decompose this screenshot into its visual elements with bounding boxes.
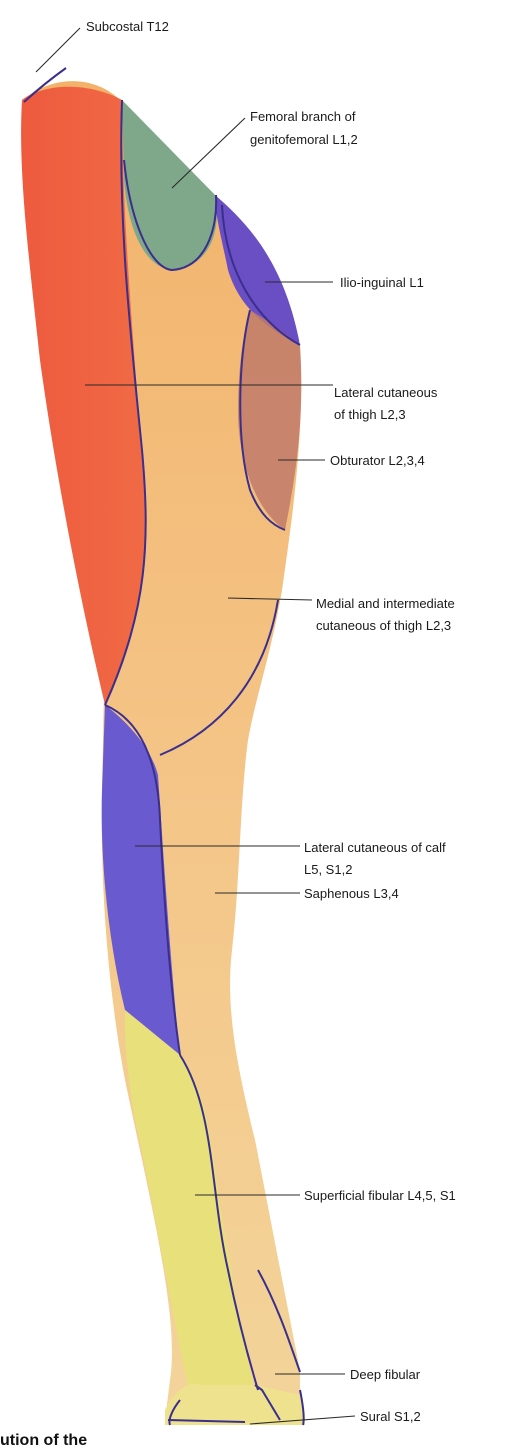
label-sural: Sural S1,2	[360, 1407, 421, 1427]
leader-genitofemoral	[172, 118, 245, 188]
figure-caption: ution of the	[0, 1432, 87, 1450]
label-ilio-inguinal: Ilio-inguinal L1	[340, 273, 424, 293]
leader-subcostal	[36, 28, 80, 72]
label-lateral-thigh-line1: Lateral cutaneous	[334, 383, 437, 403]
label-superficial-fibular: Superficial fibular L4,5, S1	[304, 1186, 456, 1206]
label-saphenous: Saphenous L3,4	[304, 884, 399, 904]
label-subcostal: Subcostal T12	[86, 17, 169, 37]
label-lateral-calf-line2: L5, S1,2	[304, 860, 352, 880]
label-deep-fibular: Deep fibular	[350, 1365, 420, 1385]
label-medial-thigh-line1: Medial and intermediate	[316, 594, 455, 614]
label-medial-thigh-line2: cutaneous of thigh L2,3	[316, 616, 451, 636]
label-genitofemoral-line2: genitofemoral L1,2	[250, 130, 358, 150]
label-obturator: Obturator L2,3,4	[330, 451, 425, 471]
label-lateral-calf-line1: Lateral cutaneous of calf	[304, 838, 446, 858]
label-genitofemoral-line1: Femoral branch of	[250, 107, 356, 127]
label-lateral-thigh-line2: of thigh L2,3	[334, 405, 406, 425]
